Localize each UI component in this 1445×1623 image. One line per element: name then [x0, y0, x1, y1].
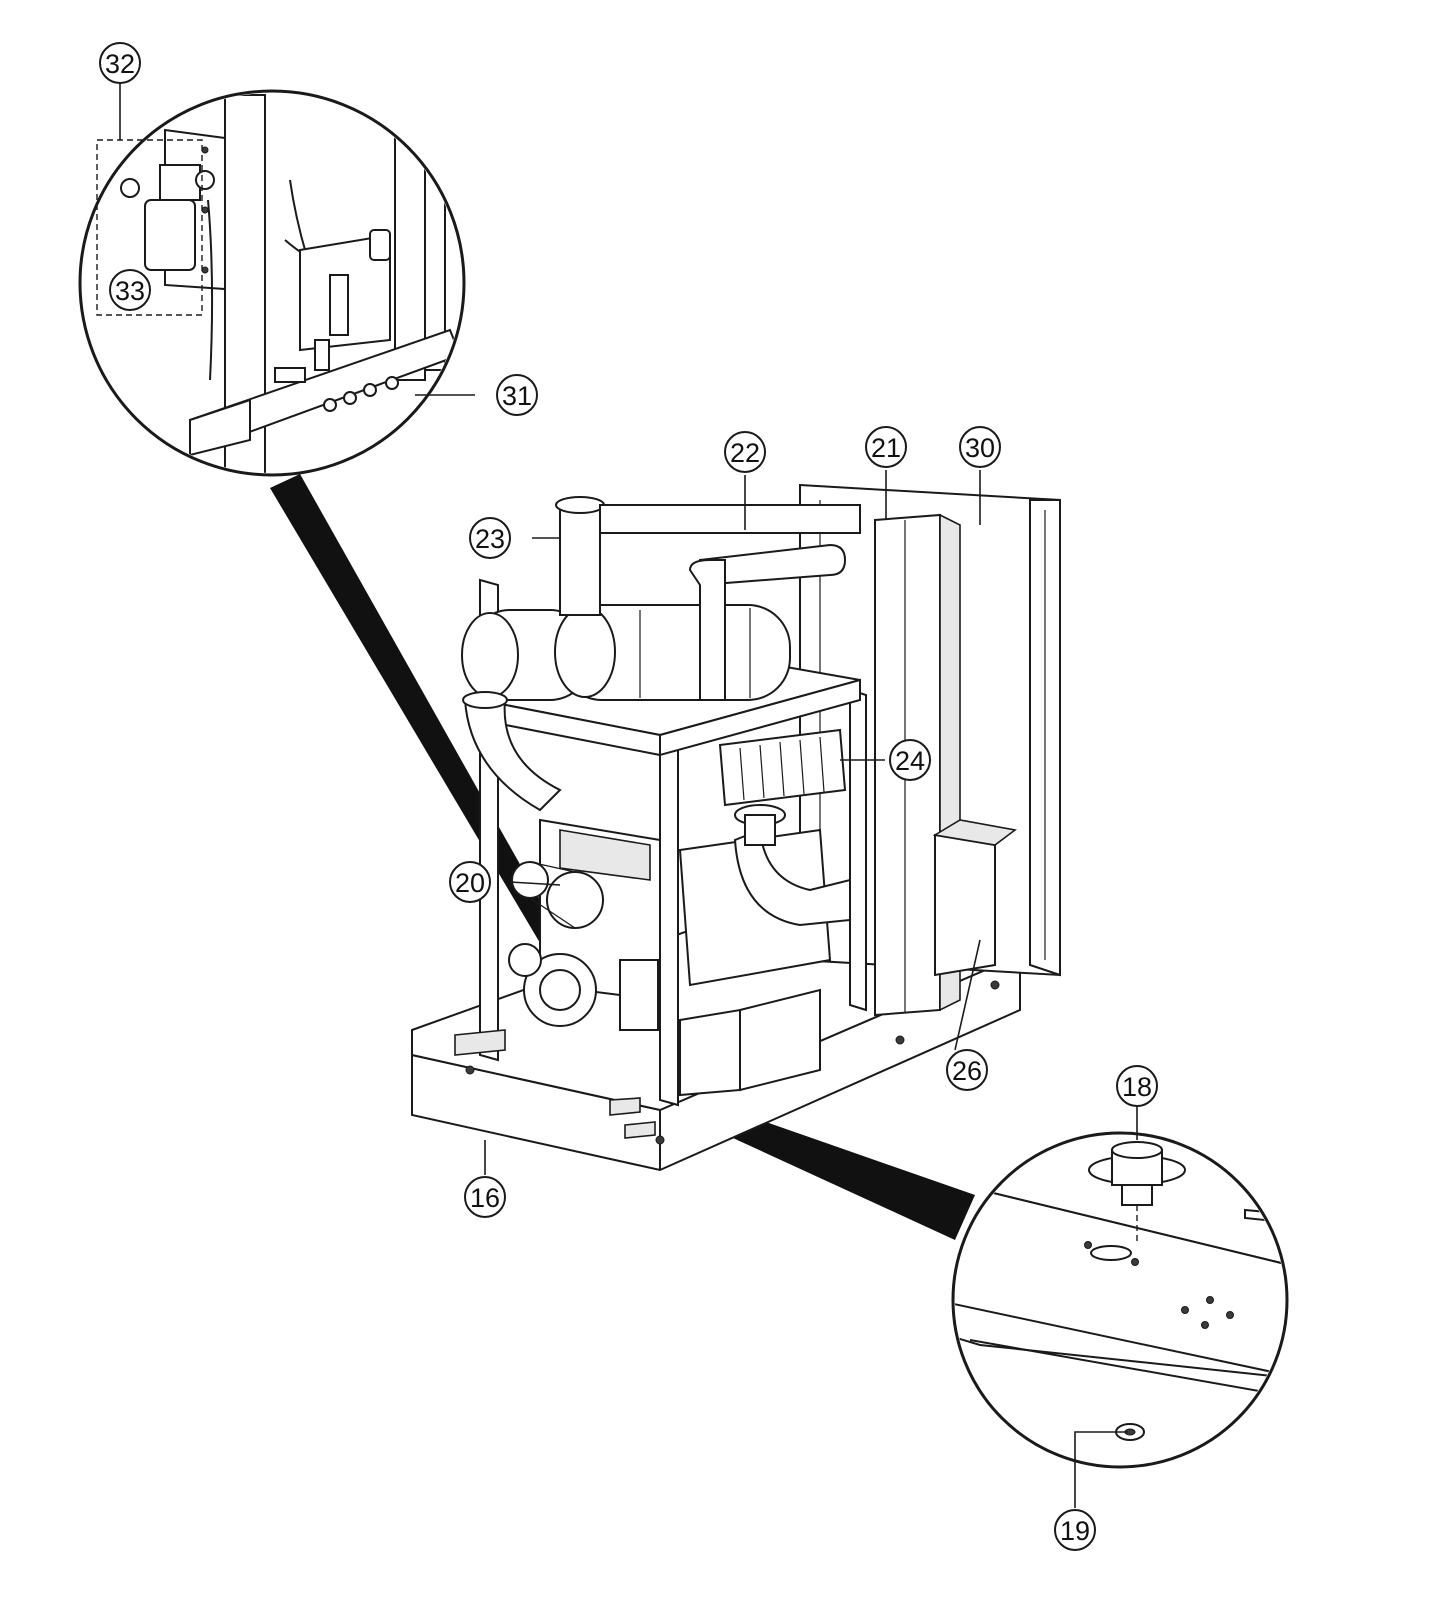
- callout-23: 23: [469, 517, 511, 559]
- callout-30: 30: [959, 426, 1001, 468]
- callout-31: 31: [496, 374, 538, 416]
- callout-26: 26: [946, 1049, 988, 1091]
- callout-21: 21: [865, 426, 907, 468]
- callout-32: 32: [99, 42, 141, 84]
- svg-text:22: 22: [730, 438, 760, 468]
- generator-unit: [411, 483, 1061, 1172]
- svg-text:16: 16: [470, 1183, 500, 1213]
- svg-text:32: 32: [105, 49, 135, 79]
- detail-view-isolation-mount: [951, 1131, 1289, 1469]
- callout-22: 22: [724, 431, 766, 473]
- svg-text:33: 33: [115, 276, 145, 306]
- detail-view-fuel-filter: [78, 89, 466, 477]
- callout-24: 24: [889, 739, 931, 781]
- callout-18: 18: [1116, 1065, 1158, 1107]
- callout-19: 19: [1054, 1509, 1096, 1551]
- svg-text:18: 18: [1122, 1072, 1152, 1102]
- callout-20: 20: [449, 861, 491, 903]
- svg-text:23: 23: [475, 524, 505, 554]
- callout-16: 16: [464, 1176, 506, 1218]
- svg-text:30: 30: [965, 433, 995, 463]
- svg-text:26: 26: [952, 1056, 982, 1086]
- callout-33: 33: [109, 269, 151, 311]
- leader-lines: [119, 83, 1138, 1508]
- svg-text:21: 21: [871, 433, 901, 463]
- svg-text:19: 19: [1060, 1516, 1090, 1546]
- svg-text:20: 20: [455, 868, 485, 898]
- svg-text:31: 31: [502, 381, 532, 411]
- svg-text:24: 24: [895, 746, 925, 776]
